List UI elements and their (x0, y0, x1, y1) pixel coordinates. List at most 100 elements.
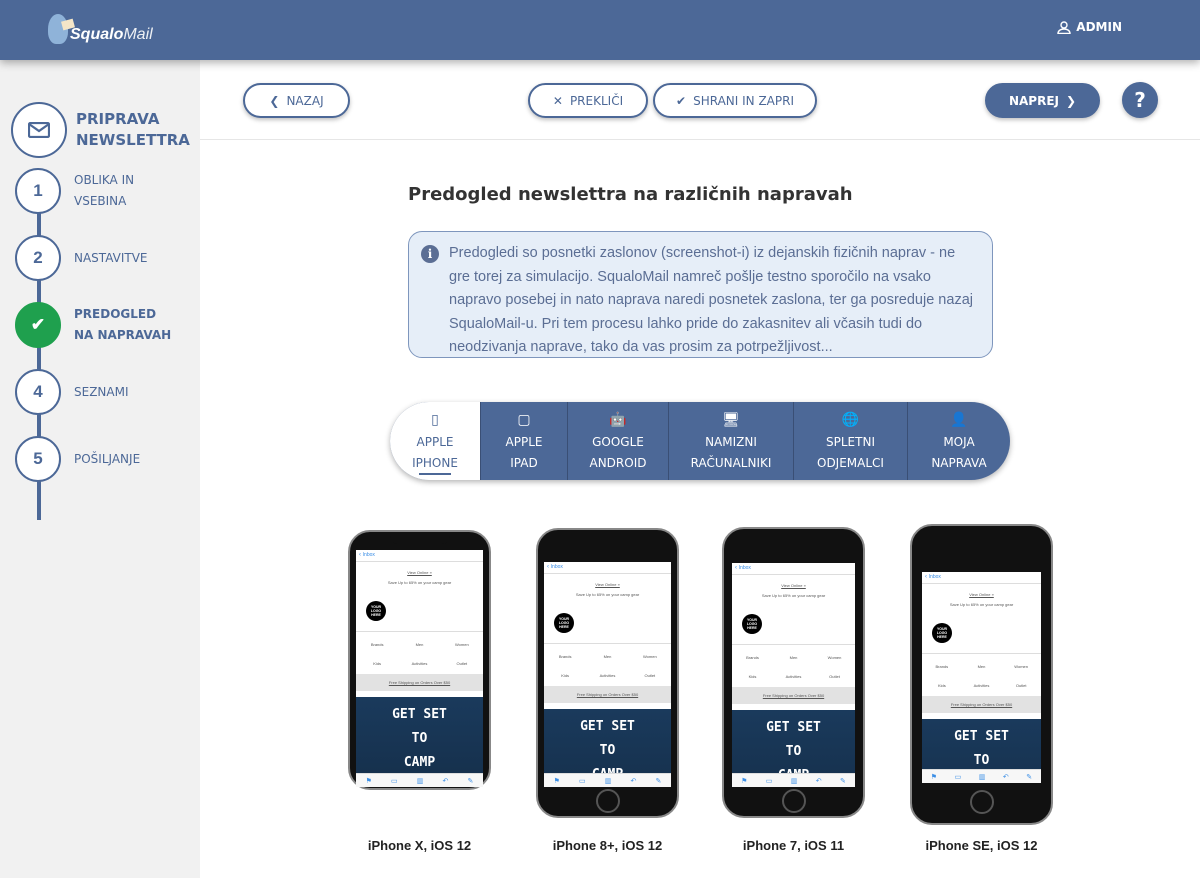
phone-screenshot[interactable]: ‹ Inbox View Online » Save Up to 65% on … (910, 524, 1053, 825)
logo-placeholder: YOUR LOGO HERE (932, 623, 952, 643)
step-number: 1 (15, 168, 61, 214)
tab-device[interactable]: 🌐 SPLETNI ODJEMALCI (793, 402, 907, 480)
tab-device[interactable]: 🖥 NAMIZNI RAČUNALNIKI (668, 402, 793, 480)
email-nav-item: Men (977, 664, 986, 669)
preheader-text: Save Up to 65% on your camp gear (761, 593, 826, 598)
chevron-left-icon: ❮ (269, 93, 280, 108)
info-icon: i (421, 245, 439, 263)
wizard-step[interactable]: 2 NASTAVITVE (15, 235, 174, 281)
info-box: i Predogledi so posnetki zaslonov (scree… (408, 231, 993, 358)
email-nav-item: Men (603, 654, 612, 659)
flag-icon: ⚑ (930, 773, 938, 781)
preheader-text: Save Up to 65% on your camp gear (387, 580, 452, 585)
email-nav-item: Activities (785, 674, 802, 679)
chevron-left-icon: ‹ (359, 552, 363, 558)
hero-text: TO (411, 731, 428, 746)
trash-icon: ▥ (790, 777, 798, 785)
email-nav-item: Outlet (1015, 683, 1027, 688)
wizard-header: PRIPRAVA NEWSLETTRA (11, 102, 190, 158)
email-nav-item: Outlet (456, 661, 468, 666)
view-online-link: View Online » (781, 583, 806, 588)
device-icon: 👤 (950, 412, 968, 428)
wizard-step[interactable]: ✔ PREDOGLED NA NAPRAVAH (15, 302, 174, 348)
phone-screenshot[interactable]: ‹ Inbox View Online » Save Up to 65% on … (722, 527, 865, 818)
wizard-step[interactable]: 1 OBLIKA IN VSEBINA (15, 168, 174, 214)
inbox-link: Inbox (738, 565, 751, 571)
tab-device[interactable]: ▢ APPLE IPAD (480, 402, 567, 480)
shipping-banner: Free Shipping on Orders Over $50 (544, 686, 671, 703)
tab-device[interactable]: 👤 MOJA NAPRAVA (907, 402, 1010, 480)
preheader-text: Save Up to 65% on your camp gear (575, 592, 640, 597)
shark-mascot-icon (44, 10, 72, 50)
home-button (781, 788, 806, 813)
tab-label-line2: RAČUNALNIKI (690, 456, 772, 470)
tab-device[interactable]: ▯ APPLE IPHONE (390, 402, 480, 480)
chevron-left-icon: ‹ (925, 574, 929, 580)
envelope-icon (11, 102, 67, 158)
compose-icon: ✎ (839, 777, 846, 785)
folder-icon: ▭ (765, 777, 773, 785)
save-close-label: SHRANI IN ZAPRI (693, 93, 794, 108)
mail-nav-bar: ‹ Inbox (544, 562, 671, 574)
email-nav-item: Activities (599, 673, 616, 678)
email-nav-item: Women (1014, 664, 1029, 669)
tab-label-line1: APPLE (505, 435, 543, 449)
shipping-banner: Free Shipping on Orders Over $50 (732, 687, 855, 704)
back-button[interactable]: ❮ NAZAJ (243, 83, 350, 118)
chevron-left-icon: ‹ (735, 565, 739, 571)
help-icon: ? (1134, 88, 1146, 112)
tab-label-line1: NAMIZNI (705, 435, 757, 449)
view-online-link: View Online » (407, 570, 432, 575)
hero-text: GET SET (954, 729, 1009, 744)
logo-placeholder: YOUR LOGO HERE (742, 614, 762, 634)
wizard-step[interactable]: 4 SEZNAMI (15, 369, 174, 415)
mail-nav-bar: ‹ Inbox (732, 563, 855, 575)
email-nav-item: Women (827, 655, 842, 660)
tab-label-line1: MOJA (943, 435, 975, 449)
email-nav-item: Kids (937, 683, 946, 688)
back-label: NAZAJ (286, 93, 324, 108)
top-header: SqualoMail ADMIN (0, 0, 1200, 60)
step-label: POŠILJANJE (74, 451, 141, 466)
phone-screenshot[interactable]: ‹ Inbox View Online » Save Up to 65% on … (348, 530, 491, 790)
mail-toolbar: ⚑ ▭ ▥ ↶ ✎ (732, 773, 855, 787)
next-label: NAPREJ (1008, 93, 1059, 108)
tab-label-line2: ODJEMALCI (817, 456, 884, 470)
step-label: OBLIKA IN VSEBINA (74, 173, 135, 208)
cancel-button[interactable]: ✕PREKLIČI (528, 83, 648, 118)
device-icon: ▢ (517, 412, 531, 428)
squalomail-logo[interactable]: SqualoMail (44, 4, 153, 50)
flag-icon: ⚑ (741, 777, 748, 785)
mail-toolbar: ⚑▭▥↶✎ (544, 773, 671, 787)
hero-text: TO (785, 744, 802, 759)
reply-icon: ↶ (815, 777, 822, 785)
wizard-title: PRIPRAVA NEWSLETTRA (76, 110, 190, 149)
device-name: iPhone 7, iOS 11 (742, 838, 845, 853)
phone-screenshot[interactable]: ‹ Inbox View Online » Save Up to 65% on … (536, 528, 679, 818)
compose-icon: ✎ (467, 777, 474, 785)
home-button (969, 790, 994, 814)
email-preview: ‹ Inbox View Online » Save Up to 65% on … (544, 562, 671, 787)
email-nav-item: Women (454, 642, 469, 647)
compose-icon: ✎ (655, 777, 662, 785)
view-online-link: View Online » (595, 582, 620, 587)
email-nav-item: Activities (973, 683, 990, 688)
mail-nav-bar: ‹ Inbox (922, 572, 1041, 584)
compose-icon: ✎ (1026, 773, 1033, 781)
next-button[interactable]: NAPREJ❯ (985, 83, 1100, 118)
tab-label-line1: SPLETNI (826, 435, 875, 449)
tab-label-line2: ANDROID (589, 456, 647, 470)
user-menu[interactable]: ADMIN (1057, 20, 1122, 34)
logo-placeholder: YOUR LOGO HERE (554, 613, 574, 633)
wizard-step[interactable]: 5 POŠILJANJE (15, 436, 174, 482)
logo-text-light: Mail (123, 26, 153, 43)
user-icon (1057, 20, 1071, 34)
trash-icon: ▥ (416, 777, 424, 785)
email-preview: ‹ Inbox View Online » Save Up to 65% on … (732, 563, 855, 787)
tab-device[interactable]: 🤖 GOOGLE ANDROID (567, 402, 668, 480)
save-and-close-button[interactable]: ✔SHRANI IN ZAPRI (653, 83, 817, 118)
step-number: 4 (15, 369, 61, 415)
help-button[interactable]: ? (1122, 82, 1158, 118)
step-label: NASTAVITVE (74, 250, 148, 265)
